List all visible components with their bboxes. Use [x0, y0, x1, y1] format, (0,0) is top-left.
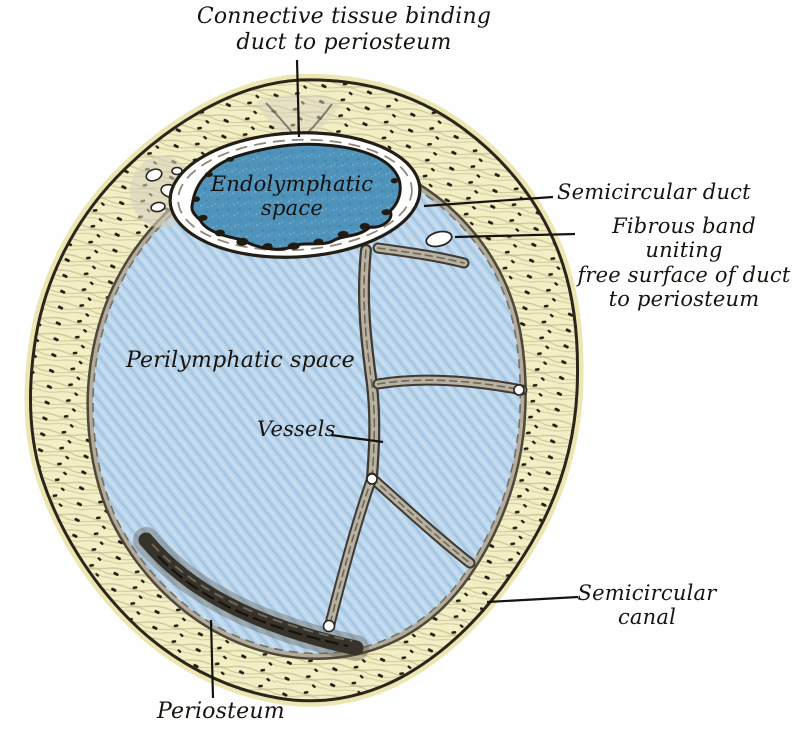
leader-line-periosteum — [209, 619, 215, 699]
endolymphatic-space-region — [190, 142, 402, 251]
semicircular-duct-group — [168, 131, 422, 259]
trabecula-diagonal-left — [324, 472, 378, 630]
vessel-opening-dot-junction — [366, 473, 378, 485]
vessel-opening-dot-right — [513, 384, 525, 396]
label-connective-tissue: Connective tissue binding duct to perios… — [196, 4, 492, 55]
periosteum-lining — [133, 527, 369, 661]
leader-line-vessels — [330, 433, 384, 444]
trabecula-under-duct — [372, 242, 470, 269]
label-vessels: Vessels — [257, 417, 336, 441]
vessel-openings — [322, 384, 525, 633]
trabecula-vertical-vessels — [357, 244, 381, 484]
label-perilymphatic-space: Perilymphatic space — [126, 348, 355, 373]
label-semicircular-duct: Semicircular duct — [557, 180, 751, 204]
leader-line-connective-tissue — [295, 59, 301, 138]
vesicle-1 — [145, 168, 163, 182]
cavity-group — [93, 152, 520, 653]
label-endolymphatic-space: Endolymphatic space — [210, 172, 374, 221]
leader-lines — [209, 59, 579, 699]
label-periosteum: Periosteum — [157, 699, 285, 724]
trabecula-diagonal-right — [366, 472, 476, 569]
duct-epithelium-speckles — [192, 156, 398, 250]
vessel-opening-dot-bottom — [322, 619, 336, 633]
fibrous-trabeculae — [324, 242, 528, 630]
trabecula-horizontal — [372, 374, 528, 396]
label-semicircular-canal: Semicircular canal — [577, 581, 717, 630]
leader-line-semicircular-canal — [486, 595, 579, 604]
fibrous-band-attachment — [425, 230, 453, 248]
vesicle-3 — [150, 201, 166, 213]
leader-line-semicircular-duct — [423, 195, 554, 208]
label-fibrous-band: Fibrous band uniting free surface of duc… — [577, 214, 791, 312]
leader-line-fibrous-band — [454, 232, 576, 239]
